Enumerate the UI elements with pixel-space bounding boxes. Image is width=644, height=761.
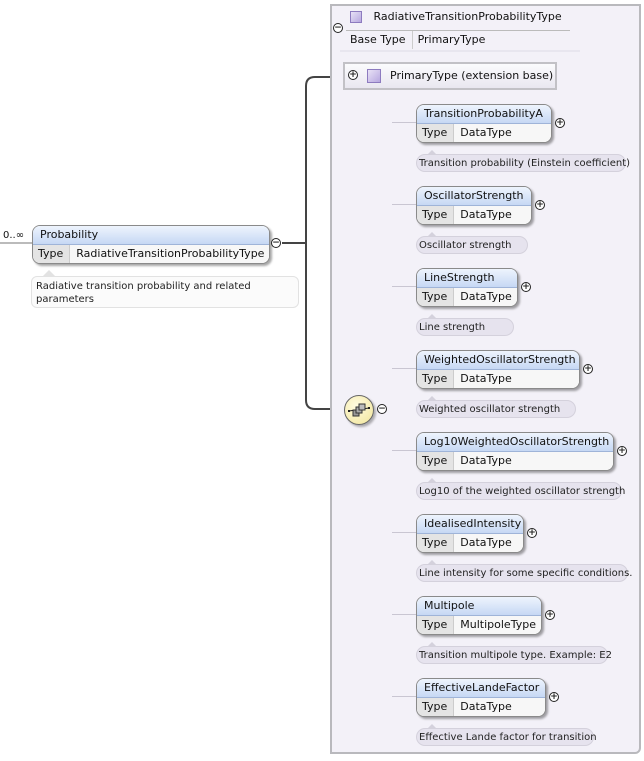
sequence-branch-line <box>392 532 416 533</box>
doc-tail <box>43 270 55 276</box>
type-label: Type <box>417 534 455 552</box>
child-element[interactable]: IdealisedIntensity Type DataType <box>416 514 524 553</box>
sequence-branch-line <box>392 450 416 451</box>
sequence-branch-line <box>392 368 416 369</box>
plus-circle-icon[interactable]: + <box>521 282 531 292</box>
root-documentation: Radiative transition probability and rel… <box>31 276 299 308</box>
sequence-branch-line <box>392 614 416 615</box>
type-value: DataType <box>454 452 613 470</box>
type-label: Type <box>417 698 455 716</box>
child-element[interactable]: LineStrength Type DataType <box>416 268 518 307</box>
sequence-branch-line <box>392 122 416 123</box>
sequence-glyph <box>348 403 370 417</box>
type-value: DataType <box>454 206 531 224</box>
doc-tail <box>426 478 438 484</box>
type-value: DataType <box>454 698 545 716</box>
element-documentation: Log10 of the weighted oscillator strengt… <box>416 482 625 500</box>
doc-tail <box>426 642 438 648</box>
element-documentation: Effective Lande factor for transition <box>416 728 597 746</box>
child-element[interactable]: EffectiveLandeFactor Type DataType <box>416 678 546 717</box>
complex-type-name: RadiativeTransitionProbabilityType <box>373 10 562 23</box>
element-name: Log10WeightedOscillatorStrength <box>417 433 613 452</box>
type-value: DataType <box>454 534 523 552</box>
type-value: DataType <box>454 288 517 306</box>
element-name: WeightedOscillatorStrength <box>417 351 579 370</box>
extension-base-box[interactable]: + PrimaryType (extension base) <box>343 62 557 90</box>
element-name: LineStrength <box>417 269 517 288</box>
base-type-label: Base Type <box>346 31 413 49</box>
plus-circle-icon[interactable]: + <box>527 528 537 538</box>
element-documentation: Line strength <box>416 318 514 336</box>
plus-circle-icon[interactable]: + <box>583 364 593 374</box>
doc-tail <box>426 724 438 730</box>
child-element[interactable]: WeightedOscillatorStrength Type DataType <box>416 350 580 389</box>
element-documentation: Transition probability (Einstein coeffic… <box>416 154 630 172</box>
base-type-row: Base Type PrimaryType <box>346 30 570 49</box>
type-label: Type <box>417 452 455 470</box>
root-element-probability[interactable]: Probability Type RadiativeTransitionProb… <box>32 225 270 264</box>
doc-tail <box>426 314 438 320</box>
plus-circle-icon[interactable]: + <box>617 446 627 456</box>
plus-circle-icon[interactable]: + <box>549 692 559 702</box>
base-type-value: PrimaryType <box>417 33 486 46</box>
type-value: RadiativeTransitionProbabilityType <box>70 245 269 263</box>
type-label: Type <box>417 124 455 142</box>
sequence-compositor-icon[interactable] <box>344 395 374 425</box>
element-name: EffectiveLandeFactor <box>417 679 545 698</box>
type-label: Type <box>33 245 71 263</box>
sequence-branch-line <box>392 204 416 205</box>
plus-circle-icon[interactable]: + <box>535 200 545 210</box>
plus-circle-icon[interactable]: + <box>348 70 358 80</box>
minus-circle-icon[interactable]: − <box>377 404 387 414</box>
plus-circle-icon[interactable]: + <box>545 610 555 620</box>
complex-type-icon <box>350 11 362 23</box>
element-documentation: Oscillator strength <box>416 236 528 254</box>
sequence-branch-line <box>392 696 416 697</box>
element-documentation: Transition multipole type. Example: E2 <box>416 646 612 664</box>
type-value: DataType <box>454 370 579 388</box>
type-label: Type <box>417 288 455 306</box>
type-label: Type <box>417 370 455 388</box>
element-name: TransitionProbabilityA <box>417 105 551 124</box>
extension-base-label: PrimaryType (extension base) <box>390 69 554 82</box>
minus-circle-icon[interactable]: − <box>271 238 281 248</box>
complex-type-header: RadiativeTransitionProbabilityType <box>350 8 562 26</box>
type-value: MultipoleType <box>454 616 541 634</box>
child-element[interactable]: Log10WeightedOscillatorStrength Type Dat… <box>416 432 614 471</box>
child-element[interactable]: TransitionProbabilityA Type DataType <box>416 104 552 143</box>
type-label: Type <box>417 206 455 224</box>
plus-circle-icon[interactable]: + <box>555 118 565 128</box>
minus-circle-icon[interactable]: − <box>333 23 343 33</box>
branch-to-sequence-line <box>305 243 345 410</box>
doc-tail <box>426 150 438 156</box>
primary-type-icon <box>367 69 381 83</box>
element-documentation: Weighted oscillator strength <box>416 400 576 418</box>
element-name: Multipole <box>417 597 541 616</box>
type-value: DataType <box>454 124 551 142</box>
element-name: Probability <box>33 226 269 245</box>
child-element[interactable]: OscillatorStrength Type DataType <box>416 186 532 225</box>
type-label: Type <box>417 616 455 634</box>
element-name: IdealisedIntensity <box>417 515 523 534</box>
doc-tail <box>426 560 438 566</box>
element-documentation: Line intensity for some specific conditi… <box>416 564 632 582</box>
cardinality-label: 0..∞ <box>3 230 25 241</box>
element-name: OscillatorStrength <box>417 187 531 206</box>
divider <box>340 50 580 52</box>
branch-to-extension-line <box>305 76 346 243</box>
doc-tail <box>426 396 438 402</box>
sequence-branch-line <box>392 286 416 287</box>
doc-tail <box>426 232 438 238</box>
child-element[interactable]: Multipole Type MultipoleType <box>416 596 542 635</box>
